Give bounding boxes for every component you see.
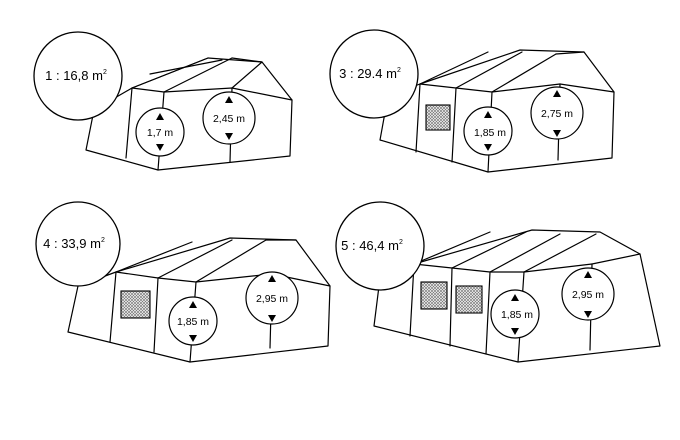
tent-4-ridge-height-circle — [245, 271, 299, 325]
tent-3-ridge-height-label: 2,75 m — [541, 108, 573, 120]
tent-4-side-height-circle — [168, 296, 218, 346]
tent-4-area-circle — [35, 201, 121, 287]
tent-1-area-label: 1 : 16,8 m2 — [45, 68, 107, 83]
tent-1: 1 : 16,8 m2 1,7 m 2,45 m — [33, 31, 293, 171]
tent-4-ridge-height-label: 2,95 m — [256, 293, 288, 305]
arrow-down-icon — [553, 130, 561, 137]
arrow-up-icon — [484, 111, 492, 118]
tent-1-side-height-label: 1,7 m — [147, 127, 174, 139]
tent-3-outline — [379, 49, 615, 173]
tent-1-side-height-circle — [135, 107, 185, 157]
tent-3: 3 : 29.4 m2 1,85 m 2,75 m — [329, 29, 615, 173]
arrow-down-icon — [584, 311, 592, 318]
arrow-down-icon — [189, 335, 197, 342]
tent-4: 4 : 33,9 m2 1,85 m 2,95 m — [35, 201, 331, 363]
arrow-up-icon — [189, 301, 197, 308]
tent-3-area-label: 3 : 29.4 m2 — [339, 66, 401, 81]
tent-4-side-height-label: 1,85 m — [177, 316, 209, 328]
tent-5-area-circle — [335, 201, 425, 291]
tent-5-ridge-height-label: 2,95 m — [572, 289, 604, 301]
tent-5-ridge-height-circle — [561, 267, 615, 321]
arrow-down-icon — [156, 144, 164, 151]
tent-3-side-height-label: 1,85 m — [474, 127, 506, 139]
tent-3-area-circle — [329, 29, 419, 119]
tent-1-outline — [85, 57, 293, 171]
tent-5: 5 : 46,4 m2 1,85 m 2,95 m — [335, 201, 661, 363]
tent-5-window-1 — [420, 281, 448, 310]
arrow-up-icon — [225, 96, 233, 103]
arrow-up-icon — [511, 294, 519, 301]
tent-3-side-height-circle — [463, 106, 513, 156]
arrow-up-icon — [156, 113, 164, 120]
arrow-up-icon — [584, 271, 592, 278]
tent-5-side-height-label: 1,85 m — [501, 309, 533, 321]
arrow-down-icon — [225, 133, 233, 140]
tent-4-area-label: 4 : 33,9 m2 — [43, 236, 105, 251]
tent-1-ridge-height-label: 2,45 m — [213, 113, 245, 125]
tent-1-ridge-height-circle — [202, 91, 256, 145]
tent-5-side-height-circle — [490, 289, 540, 339]
arrow-down-icon — [511, 328, 519, 335]
tent-3-window — [425, 104, 451, 131]
arrow-up-icon — [553, 90, 561, 97]
arrow-down-icon — [484, 144, 492, 151]
tent-5-outline — [373, 229, 661, 363]
tent-1-area-circle — [33, 31, 123, 121]
tent-5-area-label: 5 : 46,4 m2 — [341, 238, 403, 253]
arrow-down-icon — [268, 315, 276, 322]
tent-4-window — [120, 290, 151, 319]
tent-5-window-2 — [455, 285, 483, 314]
tent-3-ridge-height-circle — [530, 86, 584, 140]
arrow-up-icon — [268, 275, 276, 282]
